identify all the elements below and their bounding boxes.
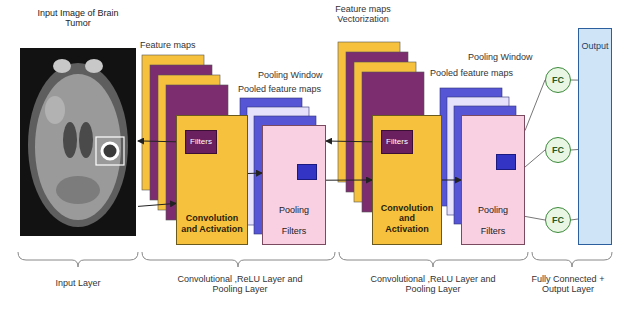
connection-line xyxy=(525,80,545,131)
node-text: FC xyxy=(552,215,564,225)
fc-circle: FC xyxy=(545,137,571,163)
node-text: FC xyxy=(552,75,564,85)
layer-label: Input Layer xyxy=(18,278,138,288)
mri-ventricle xyxy=(79,122,93,158)
node-text: Pooling xyxy=(279,205,309,215)
pooling-card: PoolingFilters xyxy=(262,125,326,245)
connection-line xyxy=(571,80,578,81)
conv-card: Convolution and Activation Filters xyxy=(372,115,442,245)
node-text: Convolution and Activation xyxy=(181,213,243,234)
mri-skull xyxy=(28,63,128,227)
pooling-card: PoolingFilters xyxy=(461,115,525,245)
tumor xyxy=(102,143,118,159)
pooling-window xyxy=(496,154,516,170)
connection-line xyxy=(525,150,545,167)
node-text: FC xyxy=(552,145,564,155)
arrow xyxy=(248,173,262,175)
conv-card: Convolution and Activation Filters xyxy=(176,115,248,245)
connection-line xyxy=(571,219,578,220)
layer-label: Convolutional ,ReLU Layer and Pooling La… xyxy=(165,274,315,295)
bracket xyxy=(532,252,612,267)
fc-circle: FC xyxy=(545,207,571,233)
bracket xyxy=(142,252,335,267)
stack-label: Pooled feature maps xyxy=(430,68,530,78)
node-text: Filters xyxy=(386,137,408,146)
arrow xyxy=(138,203,176,206)
input-image: Input Image of Brain Tumor xyxy=(18,8,138,236)
node-text: Filters xyxy=(282,226,307,236)
node-text: Filters xyxy=(190,137,212,146)
mri-region xyxy=(45,96,65,124)
mri-ventricle xyxy=(63,122,77,158)
stack-label: Pooling Window xyxy=(468,52,548,62)
pooling-window xyxy=(297,164,317,180)
layer-label: Fully Connected + Output Layer xyxy=(522,274,614,295)
stack-label: Feature maps Vectorization xyxy=(330,4,396,25)
stack-label: Pooled feature maps xyxy=(238,84,338,94)
stack-label: Pooling Window xyxy=(258,70,338,80)
arrow xyxy=(442,180,461,181)
bracket xyxy=(18,252,138,267)
node-text: Filters xyxy=(481,226,506,236)
mri-background xyxy=(20,48,136,236)
fc-circle: FC xyxy=(545,67,571,93)
filter-square: Filters xyxy=(185,130,217,154)
node-text: Input Image of Brain Tumor xyxy=(32,8,124,29)
mri-region xyxy=(56,176,100,204)
arrow xyxy=(326,180,372,181)
node-text: Output xyxy=(581,41,608,51)
node-text: Convolution and Activation xyxy=(377,203,437,234)
connection-line xyxy=(525,216,545,220)
output-box: Output xyxy=(578,28,612,245)
filter-square: Filters xyxy=(381,130,413,154)
tumor-window xyxy=(96,137,124,165)
node-text: Pooling xyxy=(478,205,508,215)
bracket xyxy=(339,252,528,267)
stack-label: Feature maps xyxy=(140,40,210,50)
connection-line xyxy=(571,149,578,151)
layer-label: Convolutional ,ReLU Layer and Pooling La… xyxy=(358,274,508,295)
mri-eye xyxy=(85,59,103,73)
mri-eye xyxy=(53,59,71,73)
mri-brain xyxy=(35,74,121,220)
